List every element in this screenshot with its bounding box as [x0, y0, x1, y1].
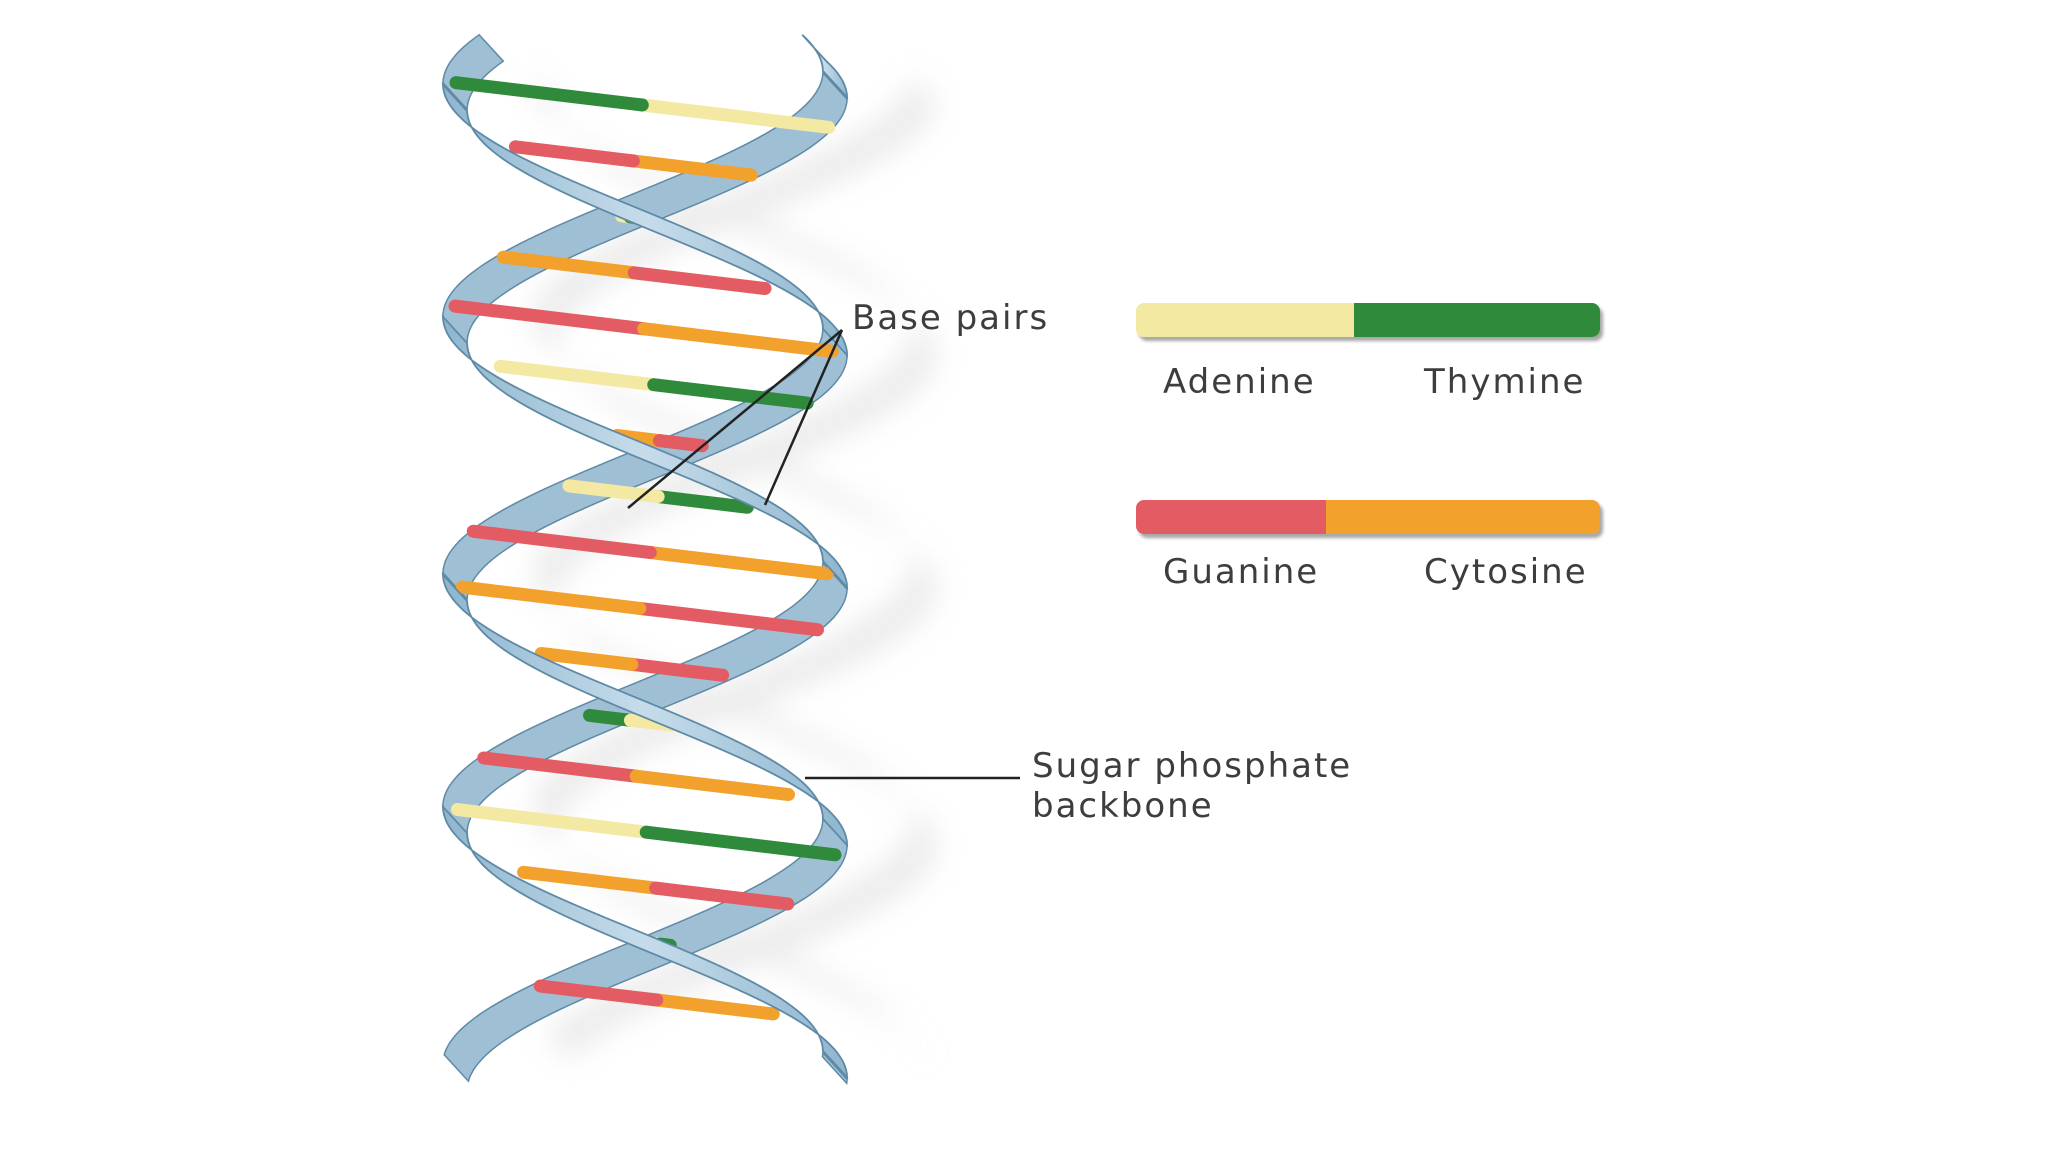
backbone-strand-1-back [821, 1051, 848, 1085]
base-pair-9-cytosine [643, 546, 834, 581]
backbone-label: Sugar phosphate backbone [1032, 746, 1352, 826]
base-pair-15-cytosine [517, 865, 663, 895]
backbone-label-line2: backbone [1032, 786, 1214, 826]
backbone-strand-2-back [442, 33, 505, 111]
base-pair-1-thymine [449, 76, 649, 112]
base-pair-13-cytosine [629, 769, 796, 802]
backbone-strand-2-front [441, 82, 849, 358]
base-pair-12-thymine [583, 708, 637, 727]
base-pair-6-thymine [647, 378, 814, 410]
backbone-strand-1-front [441, 804, 849, 1080]
base-pair-11-cytosine [534, 646, 639, 671]
base-pair-7-guanine [653, 434, 709, 453]
base-pair-4-guanine [627, 266, 772, 296]
backbone-strand-1-front [441, 314, 849, 590]
adenine-thymine-bar [1136, 303, 1600, 337]
backbone-strand-1-front [801, 34, 849, 100]
backbone-label-line1: Sugar phosphate [1032, 746, 1353, 786]
cytosine-segment [1326, 500, 1600, 534]
base-pair-10-cytosine [455, 580, 647, 615]
backbone-strand-1-back [442, 71, 848, 346]
label-pointers [627, 329, 1020, 780]
base-pairs-label: Base pairs [852, 298, 1050, 338]
base-pair-2-cytosine [626, 154, 758, 182]
base-pair-4-cytosine [496, 250, 641, 280]
front-strand [441, 34, 849, 1080]
base-pair-1-adenine [635, 98, 836, 134]
base-pair-2-guanine [508, 140, 640, 168]
base-pairs-group [448, 76, 842, 1021]
base-pair-9-guanine [466, 524, 657, 559]
base-pairs-pointer-line [627, 329, 843, 509]
base-pair-5-cytosine [637, 322, 839, 358]
base-pair-11-guanine [625, 657, 730, 682]
base-pair-5-guanine [448, 299, 651, 336]
base-pair-15-guanine [649, 881, 795, 911]
base-pairs-pointer-line [763, 329, 844, 506]
adenine-label: Adenine [1163, 362, 1316, 402]
backbone-strand-2-back [442, 327, 848, 601]
base-pair-6-adenine [493, 359, 661, 392]
guanine-label: Guanine [1163, 552, 1320, 592]
base-pair-10-guanine [633, 601, 825, 637]
base-pair-8-thymine [651, 490, 754, 514]
guanine-cytosine-bar [1136, 500, 1600, 534]
guanine-segment [1136, 500, 1327, 534]
adenine-segment [1136, 303, 1355, 337]
base-pair-17-guanine [533, 979, 664, 1007]
thymine-label: Thymine [1424, 362, 1586, 402]
base-pair-14-thymine [639, 825, 842, 862]
base-pair-13-guanine [477, 751, 643, 783]
backbone-strand-2-front [441, 572, 849, 848]
thymine-segment [1354, 303, 1600, 337]
cytosine-label: Cytosine [1424, 552, 1588, 592]
base-pair-14-adenine [450, 803, 653, 839]
base-pair-17-cytosine [650, 993, 780, 1021]
